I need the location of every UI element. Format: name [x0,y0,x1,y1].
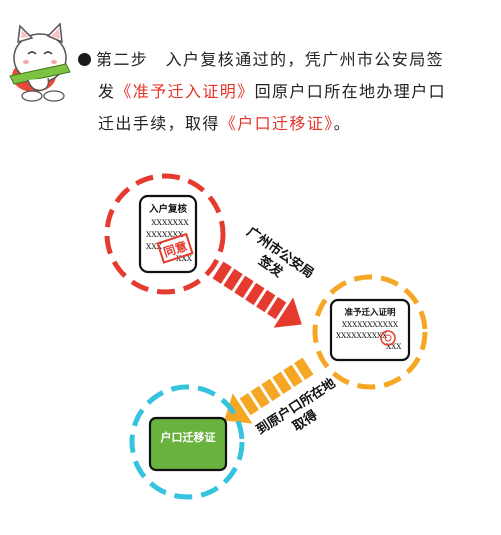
process-diagram: 入户复核 XXXXXXX XXXXXXX XXX XXX 同意 广州市公安局 签… [104,173,428,500]
cyan-dashed-circle [129,384,245,500]
approval-stamp: 同意 [156,232,194,264]
permit-seal [380,330,396,346]
step-description: 第二步 入户复核通过的，凭广州市公安局签 发《准予迁入证明》回原户口所在地办理户… [78,44,498,140]
step-line-2: 发《准予迁入证明》回原户口所在地办理户口 [78,76,498,108]
step-line-1: 第二步 入户复核通过的，凭广州市公安局签 [78,44,498,76]
migration-certificate-name: 《户口迁移证》 [219,114,334,133]
step-line-3-pre: 迁出手续，取得 [98,114,220,133]
doc-entry-permit: 准予迁入证明 XXXXXXXXXXX XXXXXXXXXX XXX [329,298,411,362]
arrow-obtain [224,357,314,424]
permit-document-name: 《准予迁入证明》 [115,82,255,101]
cat-mascot-illustration [9,22,71,102]
arrow-issue [212,261,302,328]
doc-entry-review-row: XXXXXXX [146,230,184,239]
doc-entry-permit-row: XXX [386,342,402,351]
approval-stamp-text: 同意 [161,238,188,260]
red-dashed-circle [104,173,226,295]
bullet-dot [78,53,91,66]
doc-entry-review-row: XXXXXXX [151,218,189,227]
orange-dashed-circle [312,274,428,390]
doc-entry-review-row: XXX [146,242,163,251]
doc-entry-review-title: 入户复核 [148,203,188,215]
doc-migration-certificate: 户口迁移证 [148,416,228,472]
step-line-2-pre: 发 [98,82,116,101]
step-line-1-text: 第二步 入户复核通过的，凭广州市公安局签 [96,50,445,69]
step-line-3-post: 。 [333,114,352,133]
doc-entry-review: 入户复核 XXXXXXX XXXXXXX XXX XXX 同意 [138,194,198,274]
doc-entry-permit-row: XXXXXXXXXX [336,331,388,340]
doc-entry-review-row: XXX [176,254,193,263]
doc-entry-permit-title: 准予迁入证明 [344,307,396,318]
doc-migration-certificate-title: 户口迁移证 [161,430,216,444]
step-line-2-post: 回原户口所在地办理户口 [254,82,447,101]
step-line-3: 迁出手续，取得《户口迁移证》。 [78,108,498,140]
doc-entry-permit-row: XXXXXXXXXXX [342,320,399,329]
